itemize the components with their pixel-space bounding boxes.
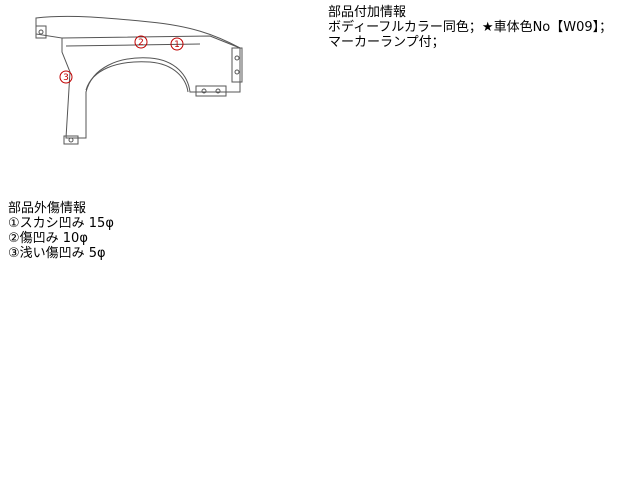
mount-tab-bottom-right	[195, 85, 227, 97]
fender-arch-inner	[85, 61, 189, 93]
svg-text:2: 2	[138, 38, 144, 48]
damage-marker-1: 1	[170, 37, 184, 51]
damage-marker-2: 2	[134, 35, 148, 49]
mount-hole	[234, 55, 240, 61]
damage-marker-3: 3	[59, 70, 73, 84]
fender-outline	[35, 15, 241, 139]
mount-hole	[68, 137, 74, 143]
part-attachment-line-2: マーカーランプ付；	[328, 35, 445, 50]
fender-edge-line	[61, 35, 241, 49]
svg-text:3: 3	[63, 73, 69, 83]
mount-hole	[201, 88, 207, 94]
damage-item-1: ①スカシ凹み 15φ	[8, 216, 114, 231]
mount-hole	[215, 88, 221, 94]
mount-tab-right	[231, 47, 243, 83]
part-attachment-title: 部品付加情報	[328, 5, 407, 20]
mount-hole	[234, 69, 240, 75]
mount-tab-bottom-left	[63, 135, 79, 145]
mount-tab-top-left	[35, 25, 47, 39]
svg-text:1: 1	[174, 40, 180, 50]
part-damage-title: 部品外傷情報	[8, 201, 87, 216]
part-attachment-line-1: ボディーフルカラー同色；★車体色No【W09】；	[328, 20, 613, 35]
damage-item-2: ②傷凹み 10φ	[8, 231, 88, 246]
part-attachment-info: 部品付加情報 ボディーフルカラー同色；★車体色No【W09】； マーカーランプ付…	[328, 5, 612, 50]
part-damage-info: 部品外傷情報 ①スカシ凹み 15φ ②傷凹み 10φ ③浅い傷凹み 5φ	[8, 201, 114, 261]
damage-item-3: ③浅い傷凹み 5φ	[8, 246, 106, 261]
fender-diagram: 1 2 3	[35, 15, 243, 145]
mount-hole	[38, 29, 44, 35]
fender-crease-line	[65, 43, 201, 47]
